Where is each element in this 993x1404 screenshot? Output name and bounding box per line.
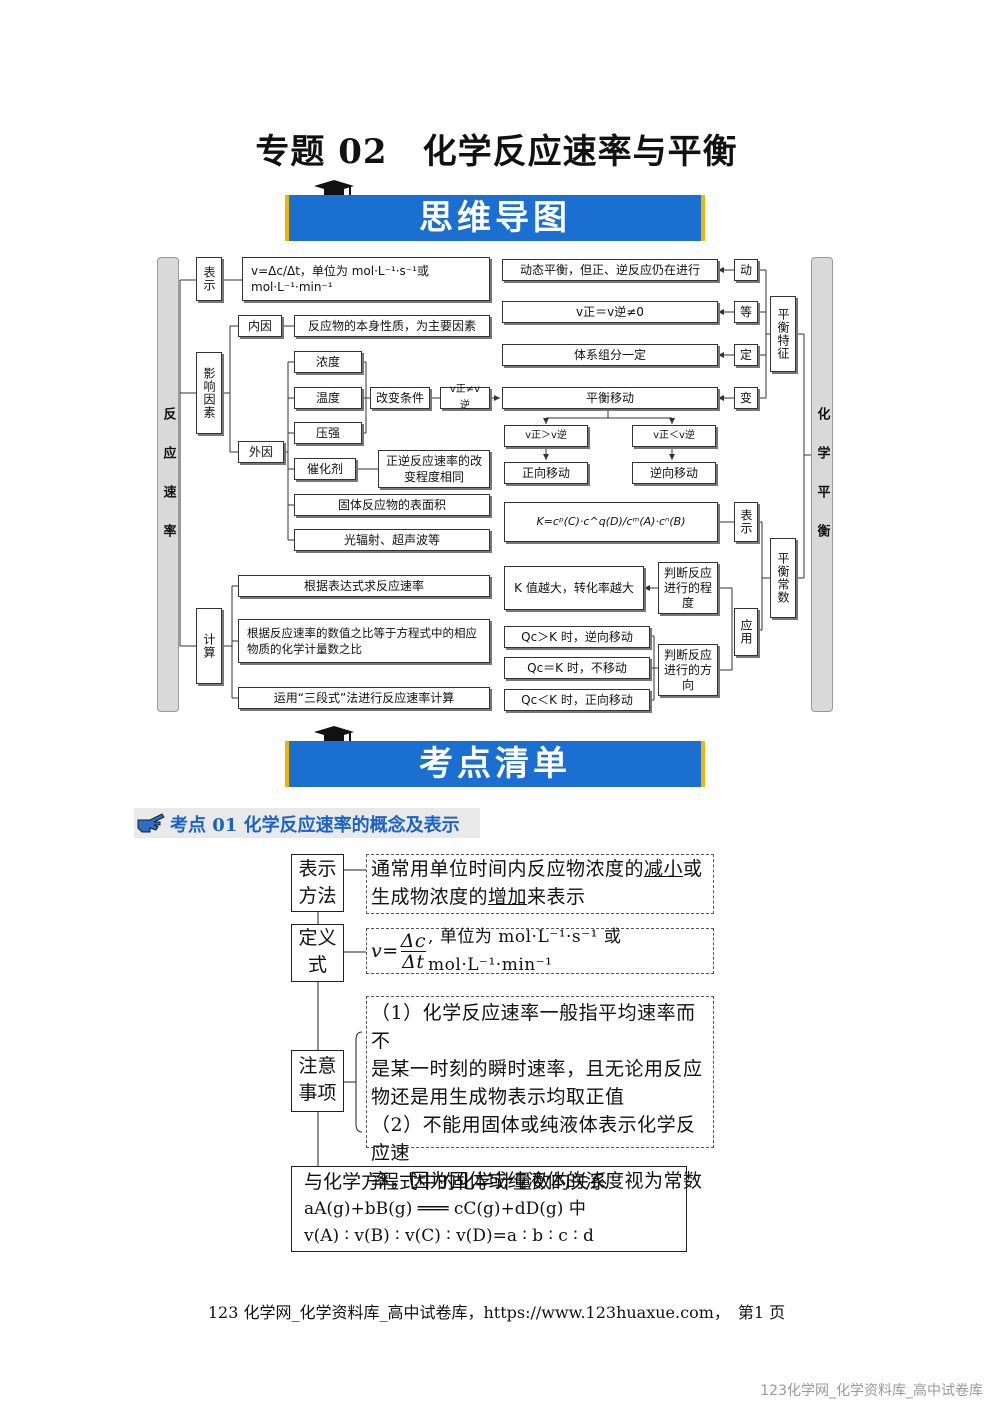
node-equilibrium-shift: 平衡移动 <box>502 387 718 409</box>
mindmap-connectors <box>179 267 812 701</box>
node-pressure: 压强 <box>294 422 362 444</box>
method-text-a: 通常用单位时间内反应物浓度的 <box>371 858 645 880</box>
note-line-3: 物还是用生成物表示均取正值 <box>371 1086 625 1108</box>
node-representation: 表示 <box>196 257 222 301</box>
node-radiation: 光辐射、超声波等 <box>294 529 490 551</box>
node-reverse-shift: 逆向移动 <box>632 462 716 484</box>
stoich-line-3: v(A) ∶ v(B) ∶ v(C) ∶ v(D)=a ∶ b ∶ c ∶ d <box>304 1226 594 1246</box>
node-Q-less: Qc＜K 时，正向移动 <box>504 689 650 711</box>
label-notes: 注意事项 <box>291 1050 344 1112</box>
node-k-representation: 表示 <box>734 502 758 542</box>
node-calc-2: 根据反应速率的数值之比等于方程式中的相应物质的化学计量数之比 <box>238 619 490 663</box>
formula-numerator: Δc <box>400 929 427 952</box>
node-internal-desc: 反应物的本身性质，为主要因素 <box>294 315 490 337</box>
node-calc-3: 运用“三段式”法进行反应速率计算 <box>238 687 490 709</box>
node-dong: 动 <box>734 259 758 281</box>
node-internal: 内因 <box>238 315 282 337</box>
node-Q-greater: Qc＞K 时，逆向移动 <box>504 626 650 648</box>
mindmap-banner: 思维导图 <box>285 195 705 241</box>
note-line-5: 率，因为固体或纯液体的浓度视为常数 <box>371 1170 703 1192</box>
node-Q-equal: Qc＝K 时，不移动 <box>504 657 650 679</box>
node-external: 外因 <box>238 441 284 463</box>
node-concentration: 浓度 <box>294 351 362 373</box>
definition-units: , 单位为 mol·L⁻¹·s⁻¹ 或 mol·L⁻¹·min⁻¹ <box>428 927 622 975</box>
label-method: 表示方法 <box>291 854 344 912</box>
node-rate-definition: v=Δc/Δt，单位为 mol·L⁻¹·s⁻¹或mol·L⁻¹·min⁻¹ <box>242 257 490 301</box>
node-catalyst: 催化剂 <box>294 458 356 480</box>
method-underline-increase: 增加 <box>488 886 528 908</box>
watermark-text: 123化学网_化学资料库_高中试卷库 <box>760 1383 983 1399</box>
label-definition: 定义式 <box>291 924 344 982</box>
stoich-line-2: aA(g)+bB(g) ═══ cC(g)+dD(g) 中 <box>304 1199 586 1219</box>
page-title: 专题 02 化学反应速率与平衡 <box>255 132 738 172</box>
notes-text: （1）化学反应速率一般指平均速率而不 是某一时刻的瞬时速率，且无论用反应 物还是… <box>366 996 714 1192</box>
rate-root-bar: 反应速率 <box>157 257 179 712</box>
section-title: 考点 01 化学反应速率的概念及表示 <box>170 815 460 836</box>
checklist-banner: 考点清单 <box>285 741 705 787</box>
node-equilibrium-features: 平衡特征 <box>770 296 796 372</box>
method-underline-decrease: 减小 <box>644 858 684 880</box>
node-calculation: 计算 <box>196 608 222 684</box>
node-application: 应用 <box>734 608 758 656</box>
equilibrium-root-bar: 化学平衡 <box>811 257 833 712</box>
note-line-2: 是某一时刻的瞬时速率，且无论用反应 <box>371 1058 703 1080</box>
node-temperature: 温度 <box>294 387 362 409</box>
stoich-line-1: 与化学方程式中的化学计量数的关系 <box>304 1171 609 1193</box>
node-dynamic-equilibrium: 动态平衡，但正、逆反应仍在进行 <box>502 259 718 281</box>
method-text-b: 或 <box>683 858 703 880</box>
method-text-d: 来表示 <box>527 886 586 908</box>
node-calc-1: 根据表达式求反应速率 <box>238 575 490 597</box>
node-v-less: v正＜v逆 <box>632 425 716 447</box>
node-K-expression: K=cᵖ(C)·c^q(D)/cᵐ(A)·cⁿ(B) <box>504 502 718 542</box>
diagram-connectors <box>317 869 366 1166</box>
node-fixed-composition: 体系组分一定 <box>502 344 718 366</box>
pointing-hand-icon <box>136 810 166 836</box>
node-influencing-factors: 影响因素 <box>196 352 222 434</box>
node-change-condition: 改变条件 <box>370 387 430 409</box>
note-line-1: （1）化学反应速率一般指平均速率而不 <box>371 1002 696 1052</box>
node-judge-extent: 判断反应进行的程度 <box>658 562 718 614</box>
definition-text: v= Δc Δt , 单位为 mol·L⁻¹·s⁻¹ 或 mol·L⁻¹·min… <box>366 927 714 975</box>
node-catalyst-desc: 正逆反应速率的改变程度相同 <box>378 450 490 488</box>
node-deng: 等 <box>734 301 758 323</box>
formula-denominator: Δt <box>402 950 425 973</box>
node-judge-direction: 判断反应进行的方向 <box>658 644 718 696</box>
method-text: 通常用单位时间内反应物浓度的减小或 生成物浓度的增加来表示 <box>366 854 714 914</box>
node-v-equal: v正＝v逆≠0 <box>502 301 718 323</box>
method-text-c: 生成物浓度的 <box>371 886 489 908</box>
node-K-larger: K 值越大，转化率越大 <box>504 566 644 610</box>
node-v-greater: v正＞v逆 <box>504 425 588 447</box>
node-ding: 定 <box>734 344 758 366</box>
page-footer: 123 化学网_化学资料库_高中试卷库，https://www.123huaxu… <box>207 1303 786 1322</box>
section-header: 考点 01 化学反应速率的概念及表示 <box>134 808 480 838</box>
node-solid-surface: 固体反应物的表面积 <box>294 494 490 516</box>
node-bian: 变 <box>734 387 758 409</box>
note-line-4: （2）不能用固体或纯液体表示化学反应速 <box>371 1114 696 1164</box>
node-equilibrium-constant: 平衡常数 <box>770 538 796 618</box>
node-v-not-equal: v正≠v逆 <box>440 384 490 411</box>
node-forward-shift: 正向移动 <box>504 462 588 484</box>
stoichiometry-box: 与化学方程式中的化学计量数的关系 aA(g)+bB(g) ═══ cC(g)+d… <box>291 1166 687 1252</box>
